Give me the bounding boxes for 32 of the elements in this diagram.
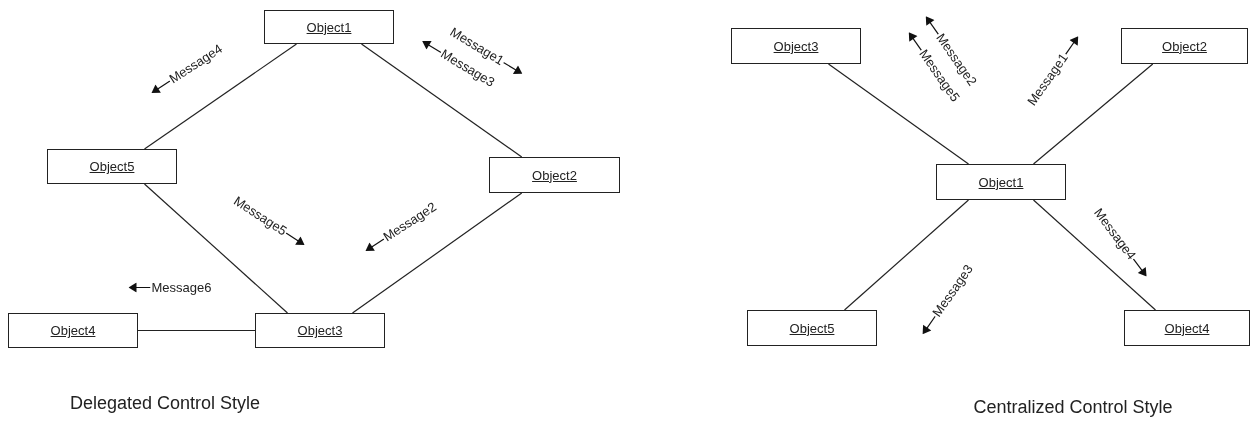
connector-line [137,329,256,332]
object-box [255,313,385,348]
connector-line [360,43,523,158]
object-name: Object1 [306,19,352,35]
object-box [264,10,394,44]
object-box [47,149,177,184]
connector-line [827,63,970,165]
object-name: Object2 [532,167,577,183]
connector-line [1032,63,1154,165]
object-name: Object3 [297,323,343,338]
object-name: Object3 [773,38,819,54]
object-name: Object4 [50,323,96,338]
diagram-caption: Delegated Control Style [69,392,261,414]
connector-line [351,192,523,314]
object-box [731,28,861,64]
object-box [936,164,1066,200]
object-name: Object1 [978,174,1024,190]
object-name: Object5 [789,320,835,336]
object-name: Object5 [89,159,135,174]
object-name: Object4 [1164,320,1210,336]
connector-line [143,183,289,314]
object-box [489,157,620,193]
message-label: Message6 [151,279,212,295]
object-name: Object2 [1162,38,1207,54]
connector-line [1032,199,1157,311]
object-box [747,310,877,346]
object-box [1121,28,1248,64]
object-box [1124,310,1250,346]
object-box [8,313,138,348]
connector-line [143,43,298,150]
diagram-caption: Centralized Control Style [973,396,1173,418]
connector-line [843,199,970,311]
